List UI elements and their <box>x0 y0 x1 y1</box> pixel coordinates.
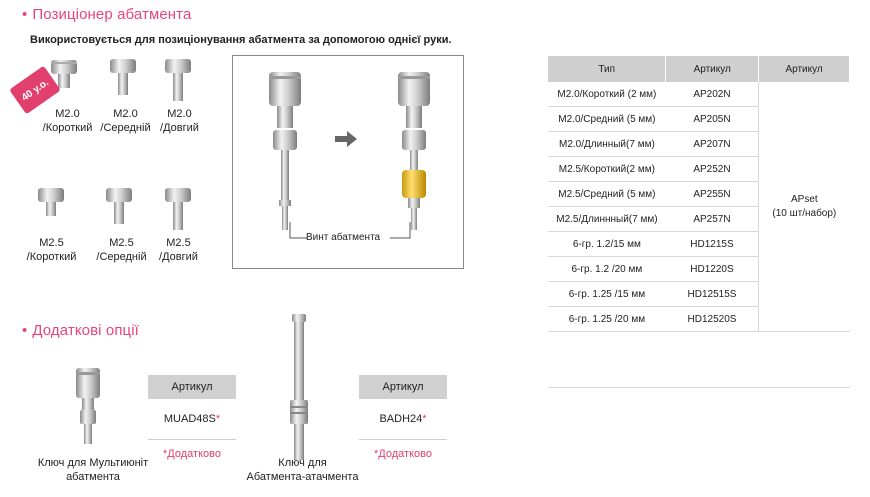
attachment-driver-image <box>286 312 312 462</box>
table-row: M2.5/Средний (5 мм)AP255N <box>548 181 850 207</box>
type-cell: 6-гр. 1.25 /15 мм <box>548 281 666 307</box>
positioner-m20-short-image <box>48 58 80 92</box>
tool-size: M2.5 <box>166 237 191 249</box>
bullet-icon: • <box>22 322 28 339</box>
attachment-code-table: Артикул BADH24* *Додатково <box>359 375 447 460</box>
optional-mark: * <box>422 413 427 425</box>
tool-label-m25-long: M2.5/Довгий <box>151 236 206 264</box>
code-cell: AP255N <box>665 181 759 207</box>
tool-size: M2.0 <box>167 108 192 120</box>
tool-length: /Середній <box>100 122 151 134</box>
code-cell: AP207N <box>665 131 759 157</box>
code-cell: AP202N <box>665 82 759 107</box>
section-title-options: •Додаткові опції <box>22 322 139 339</box>
section-title-text: Додаткові опції <box>32 322 139 339</box>
code-cell: AP205N <box>665 106 759 132</box>
product-spec-table: Тип Артикул Артикул M2.0/Короткий (2 мм)… <box>548 56 850 332</box>
table-row: M2.5/Длиннный(7 мм)AP257N <box>548 206 850 232</box>
mini-table-header: Артикул <box>359 375 447 399</box>
tool-length: /Довгий <box>159 251 198 263</box>
type-cell: 6-гр. 1.2/15 мм <box>548 231 666 257</box>
tool-label-m25-medium: M2.5/Середній <box>94 236 149 264</box>
set-code-cell: APset (10 шт/набор) <box>758 82 850 332</box>
positioner-m20-long-image <box>163 57 193 103</box>
type-cell: 6-гр. 1.2 /20 мм <box>548 256 666 282</box>
product-code: MUAD48S <box>163 413 216 425</box>
optional-note: *Додатково <box>374 448 432 460</box>
multiunit-driver-image <box>72 366 104 446</box>
mini-table-header: Артикул <box>148 375 236 399</box>
type-cell: M2.0/Средний (5 мм) <box>548 106 666 132</box>
table-row: M2.0/Средний (5 мм)AP205N <box>548 106 850 132</box>
code-cell: AP257N <box>665 206 759 232</box>
divider-line <box>548 387 850 388</box>
table-row: M2.5/Короткий(2 мм)AP252N <box>548 156 850 182</box>
tool-label-m20-long: M2.0/Довгий <box>152 107 207 135</box>
bullet-icon: • <box>22 6 28 23</box>
table-header-row: Тип Артикул Артикул <box>548 56 850 82</box>
attachment-driver-caption: Ключ для Абатмента-атачмента <box>245 456 360 484</box>
section-title-text: Позиціонер абатмента <box>32 6 192 23</box>
positioner-with-screw-image <box>265 70 305 240</box>
tool-length: /Довгий <box>160 122 199 134</box>
caption-line: абатмента <box>66 471 120 483</box>
caption-line: Ключ для Мультиюніт <box>37 457 149 469</box>
code-cell: HD12515S <box>665 281 759 307</box>
tool-size: M2.5 <box>39 237 64 249</box>
caption-line: Ключ для <box>278 457 327 469</box>
section-subtitle: Використовується для позиціонування абат… <box>30 34 452 46</box>
set-quantity: (10 шт/набор) <box>772 207 837 219</box>
positioner-m25-short-image <box>36 186 66 218</box>
type-cell: 6-гр. 1.25 /20 мм <box>548 306 666 332</box>
positioner-m25-long-image <box>163 186 193 232</box>
column-header-set-code: Артикул <box>758 56 850 82</box>
table-row: M2.0/Длинный(7 мм)AP207N <box>548 131 850 157</box>
tool-size: M2.5 <box>109 237 134 249</box>
positioner-m25-medium-image <box>104 186 134 226</box>
callout-lines <box>289 222 411 239</box>
table-row: M2.0/Короткий (2 мм) AP202N APset (10 шт… <box>548 82 850 332</box>
optional-note: *Додатково <box>163 448 221 460</box>
product-code: BADH24 <box>379 413 423 425</box>
arrow-right-icon <box>335 131 357 152</box>
mini-table-code: MUAD48S* <box>148 399 236 440</box>
set-code: APset <box>790 193 818 205</box>
positioner-with-abutment-image <box>394 70 434 240</box>
type-cell: M2.5/Короткий(2 мм) <box>548 156 666 182</box>
abutment-screw-callout: Винт абатмента <box>306 232 381 243</box>
type-cell: M2.0/Короткий (2 мм) <box>548 82 666 107</box>
tool-length: /Середній <box>96 251 147 263</box>
type-cell: M2.0/Длинный(7 мм) <box>548 131 666 157</box>
multiunit-driver-caption: Ключ для Мультиюніт абатмента <box>28 456 158 484</box>
positioner-m20-medium-image <box>108 57 138 97</box>
tool-length: /Короткий <box>42 122 93 134</box>
optional-mark: * <box>215 413 221 425</box>
type-cell: M2.5/Длиннный(7 мм) <box>548 206 666 232</box>
tool-label-m25-short: M2.5/Короткий <box>24 236 79 264</box>
column-header-type: Тип <box>548 56 667 82</box>
tool-label-m20-short: M2.0/Короткий <box>40 107 95 135</box>
tool-size: M2.0 <box>113 108 138 120</box>
multiunit-code-table: Артикул MUAD48S* *Додатково <box>148 375 236 460</box>
tool-size: M2.0 <box>55 108 80 120</box>
mini-table-code: BADH24* <box>359 399 447 440</box>
column-header-code: Артикул <box>665 56 760 82</box>
code-cell: HD12520S <box>665 306 759 332</box>
caption-line: Абатмента-атачмента <box>246 471 359 483</box>
tool-length: /Короткий <box>26 251 77 263</box>
code-cell: AP252N <box>665 156 759 182</box>
section-title-positioner: •Позиціонер абатмента <box>22 6 191 23</box>
tool-label-m20-medium: M2.0/Середній <box>98 107 153 135</box>
type-cell: M2.5/Средний (5 мм) <box>548 181 666 207</box>
code-cell: HD1215S <box>665 231 759 257</box>
code-cell: HD1220S <box>665 256 759 282</box>
